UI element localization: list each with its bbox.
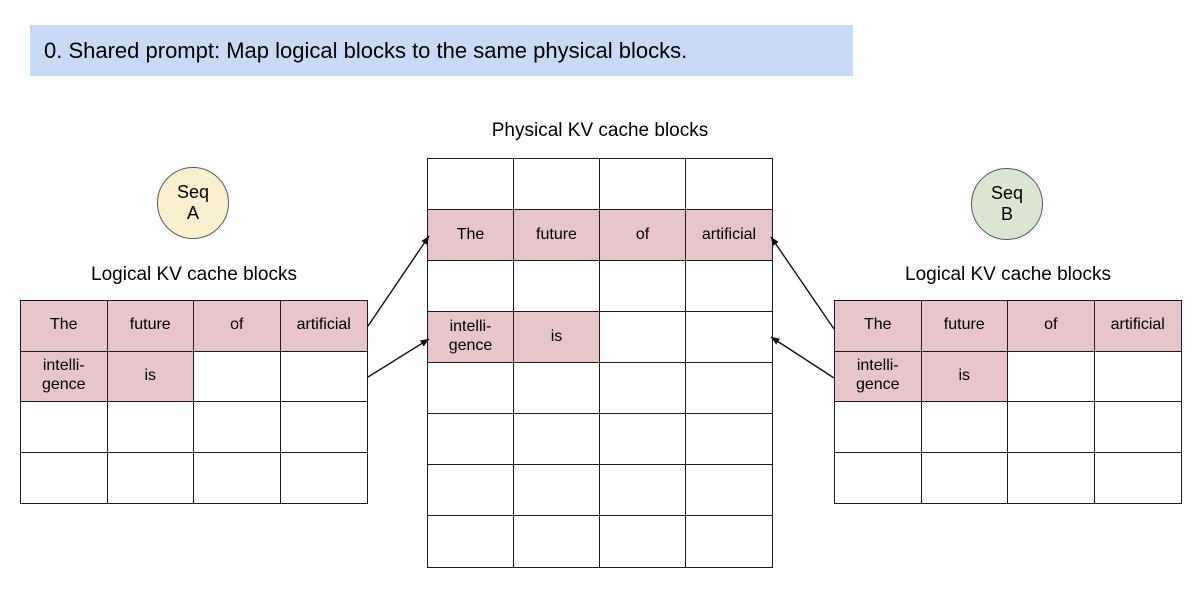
- seq-a-logical-table-cell-r1c1: is: [107, 351, 194, 402]
- physical-table-cell-r0c0: [428, 159, 514, 210]
- physical-table-cell-r3c2: [600, 312, 686, 363]
- seq-b-logical-table-cell-r3c1: [922, 452, 1008, 503]
- physical-table-cell-r0c2: [600, 159, 686, 210]
- seq-a-logical-table-cell-r3c2: [194, 452, 281, 503]
- seq-b-logical-table-cell-r0c3: artificial: [1094, 301, 1181, 352]
- seq-b-badge: Seq B: [971, 168, 1043, 240]
- physical-table-cell-r5c1: [514, 414, 600, 465]
- physical-table-cell-r7c2: [600, 516, 686, 567]
- physical-table-cell-r6c3: [686, 465, 772, 516]
- physical-table-cell-r0c3: [686, 159, 772, 210]
- physical-table-cell-r2c1: [514, 261, 600, 312]
- seq-a-logical-table-cell-r1c2: [194, 351, 281, 402]
- seq-a-logical-table-cell-r1c3: [280, 352, 367, 402]
- title-banner: 0. Shared prompt: Map logical blocks to …: [30, 25, 853, 76]
- seq-a-logical-table-cell-r3c0: [21, 452, 108, 503]
- seq-b-table-title: Logical KV cache blocks: [905, 264, 1111, 285]
- physical-table-cell-r0c1: [514, 159, 600, 210]
- physical-table-cell-r4c3: [686, 363, 772, 414]
- physical-table-cell-r1c3: artificial: [686, 210, 772, 261]
- seq-b-logical-table-cell-r3c3: [1095, 453, 1182, 504]
- physical-table-cell-r6c0: [428, 465, 514, 516]
- physical-table-cell-r2c2: [600, 261, 686, 312]
- seq-b-logical-table-cell-r3c0: [835, 452, 922, 503]
- seq-a-label: Seq: [176, 182, 210, 203]
- seq-b-logical-table-cell-r0c0: The: [835, 301, 922, 352]
- physical-table-cell-r5c0: [428, 414, 514, 465]
- seq-a-logical-table-cell-r3c3: [281, 453, 368, 504]
- seq-a-logical-table-cell-r0c2: of: [194, 301, 281, 352]
- physical-table-cell-r2c3: [686, 261, 772, 312]
- physical-table-cell-r1c1: future: [514, 210, 600, 261]
- seq-a-logical-table-cell-r2c1: [107, 402, 194, 453]
- seq-b-logical-table-cell-r2c2: [1008, 402, 1095, 453]
- seq-b-logical-table-cell-r1c1: is: [921, 351, 1008, 402]
- physical-table-cell-r4c0: [428, 363, 514, 414]
- physical-table-cell-r3c0: intelli- gence: [428, 312, 514, 363]
- physical-table-cell-r3c3: [686, 312, 772, 363]
- seq-a-logical-table-cell-r0c0: The: [21, 301, 108, 352]
- physical-table-title: Physical KV cache blocks: [491, 120, 709, 141]
- physical-table-cell-r6c1: [514, 465, 600, 516]
- seq-b-logical-table-cell-r2c0: [835, 402, 922, 453]
- physical-table-cell-r3c1: is: [514, 312, 600, 363]
- physical-table-cell-r2c0: [428, 261, 514, 312]
- physical-table-cell-r5c2: [600, 414, 686, 465]
- mapping-arrow-seq-a-1: [367, 338, 430, 378]
- seq-a-logical-table-cell-r2c0: [21, 402, 108, 453]
- physical-table-cell-r1c2: of: [600, 210, 686, 261]
- mapping-arrow-seq-b-0: [770, 236, 835, 330]
- seq-a-table-title: Logical KV cache blocks: [91, 264, 297, 285]
- seq-b-logical-table-cell-r2c3: [1094, 402, 1181, 453]
- seq-b-label: Seq: [990, 183, 1024, 204]
- seq-b-logical-table-cell-r2c1: [921, 402, 1008, 453]
- physical-table-cell-r4c1: [514, 363, 600, 414]
- seq-b-logical-table-cell-r0c2: of: [1008, 301, 1095, 352]
- seq-a-logical-table-cell-r0c1: future: [107, 301, 194, 352]
- physical-table-cell-r7c0: [428, 516, 514, 567]
- physical-table-cell-r5c3: [686, 414, 772, 465]
- seq-b-logical-table-cell-r3c2: [1008, 452, 1095, 503]
- physical-table-cell-r7c3: [686, 516, 772, 567]
- mapping-arrow-seq-b-1: [770, 336, 835, 379]
- physical-table-cell-r1c0: The: [428, 210, 514, 261]
- physical-table-cell-r7c1: [514, 516, 600, 567]
- seq-b-logical-table-cell-r0c1: future: [921, 301, 1008, 352]
- seq-a-sublabel: A: [186, 203, 199, 223]
- seq-a-logical-table-cell-r1c0: intelli- gence: [21, 351, 108, 402]
- seq-b-sublabel: B: [1000, 204, 1013, 224]
- seq-b-logical-table-cell-r1c3: [1094, 352, 1181, 402]
- title-text: 0. Shared prompt: Map logical blocks to …: [44, 37, 688, 63]
- seq-a-logical-table-cell-r3c1: [108, 452, 194, 503]
- seq-b-logical-table-cell-r1c0: intelli- gence: [835, 351, 922, 402]
- seq-b-logical-table-cell-r1c2: [1008, 351, 1095, 402]
- physical-table-cell-r4c2: [600, 363, 686, 414]
- seq-a-logical-table-cell-r2c2: [194, 402, 281, 453]
- seq-a-logical-table-cell-r2c3: [280, 402, 367, 453]
- physical-table-cell-r6c2: [600, 465, 686, 516]
- seq-a-badge: Seq A: [157, 167, 229, 239]
- seq-a-logical-table-cell-r0c3: artificial: [280, 301, 367, 352]
- mapping-arrow-seq-a-0: [367, 235, 430, 327]
